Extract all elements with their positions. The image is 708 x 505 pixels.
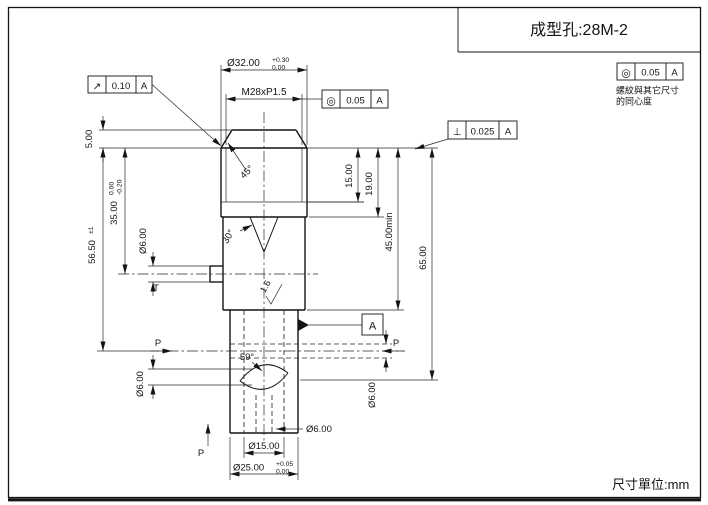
section-p-bottom: P: [198, 448, 204, 459]
datum-label: A: [369, 321, 377, 333]
gdt-note-caption-1: 螺紋與其它尺寸: [616, 85, 679, 96]
gdt-note: ◎ 0.05 A 螺紋與其它尺寸 的同心度: [616, 62, 684, 107]
concentricity-tolerance: 0.05: [346, 96, 365, 107]
gdt-note-datum: A: [671, 68, 678, 79]
dim-len65: 65.00: [418, 246, 429, 270]
datum-triangle-icon: [298, 319, 309, 331]
dim-dia32-tol-upper: +0.30: [272, 57, 289, 64]
perpendicularity-tolerance: 0.025: [471, 127, 495, 138]
datum-a-flag: A: [298, 313, 384, 336]
fcf-perpendicularity: ⊥ 0.025 A: [414, 120, 518, 150]
perpendicularity-datum: A: [505, 127, 512, 138]
gdt-note-caption-2: 的同心度: [616, 96, 652, 107]
dim-dia25-tol-upper: +0.05: [276, 461, 293, 468]
concentricity-icon: ◎: [326, 96, 336, 108]
dim-dia6-center: Ø6.00: [306, 424, 332, 435]
section-p-left: P: [155, 338, 161, 349]
dim-len35: 35.00: [109, 201, 120, 225]
dim-dia6-side: Ø6.00: [138, 228, 149, 254]
concentricity-icon: ◎: [621, 68, 631, 80]
section-p-right: P: [393, 338, 399, 349]
gdt-note-tolerance: 0.05: [641, 68, 660, 79]
runout-icon: ↗: [93, 82, 101, 93]
dim-angle59: 59°: [240, 352, 255, 363]
dim-dia32: Ø32.00: [227, 58, 260, 69]
sheet-border: [7, 6, 702, 502]
dim-len5: 5.00: [84, 130, 95, 149]
runout-tolerance: 0.10: [112, 81, 131, 92]
surface-roughness-value: 1.6: [258, 279, 273, 295]
section-marks: P P P T: [153, 283, 399, 459]
unit-note: 尺寸單位:mm: [612, 477, 689, 492]
dim-dia25: Ø25.00: [233, 463, 264, 474]
dim-thread: M28xP1.5: [241, 87, 286, 98]
dim-dia6-cross-left: Ø6.00: [135, 371, 146, 397]
title-block: 成型孔:28M-2: [457, 8, 700, 53]
perpendicularity-icon: ⊥: [453, 127, 462, 138]
dim-len35-tol-lower: -0.20: [117, 179, 124, 195]
fcf-runout: ↗ 0.10 A: [87, 75, 222, 147]
dim-dia32-tol-lower: 0.00: [272, 65, 285, 72]
dim-dia6-cross-right: Ø6.00: [367, 382, 378, 408]
dim-len5650-tol: ±1: [88, 226, 95, 234]
dim-chamfer45: 45°: [238, 163, 256, 181]
dimension-lines: [97, 65, 438, 480]
dim-dia25-tol-lower: 0.00: [276, 469, 289, 476]
dim-len15: 15.00: [344, 164, 355, 188]
t-label: T: [153, 283, 159, 294]
concentricity-datum: A: [376, 96, 383, 107]
part-title: 成型孔:28M-2: [530, 21, 628, 39]
dim-dia15: Ø15.00: [248, 441, 279, 452]
part-outline: [209, 129, 308, 434]
fcf-concentricity: ◎ 0.05 A: [321, 89, 389, 109]
centerlines: [118, 112, 405, 442]
hidden-hole-lines: [230, 310, 392, 433]
dim-len35-tol-upper: 0.00: [109, 182, 116, 195]
dim-len45min: 45.00min: [384, 212, 395, 251]
runout-datum: A: [141, 81, 148, 92]
dim-len19: 19.00: [364, 172, 375, 196]
dimension-texts: Ø32.00 +0.30 0.00 M28xP1.5 5.00 56.50 ±1…: [84, 57, 429, 476]
dim-len5650: 56.50: [87, 240, 98, 264]
